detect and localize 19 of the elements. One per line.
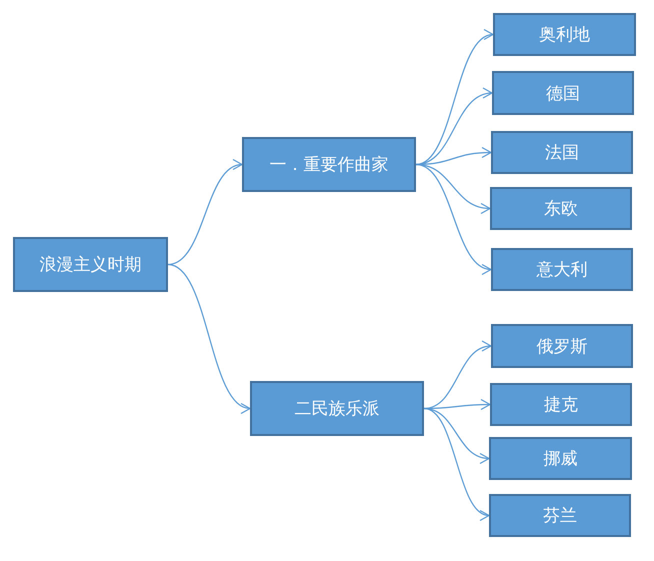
arrow: [424, 408, 490, 518]
topic-box: 法国: [491, 131, 633, 174]
arrow: [168, 264, 251, 412]
topic-box: 一．重要作曲家: [242, 137, 416, 192]
topic-box: 德国: [492, 71, 634, 115]
arrow: [416, 32, 494, 166]
topic-box: 二民族乐派: [250, 381, 424, 436]
topic-box: 捷克: [490, 383, 632, 426]
arrow: [424, 342, 492, 410]
topic-box: 芬兰: [489, 494, 631, 537]
arrow: [168, 161, 243, 266]
topic-box: 俄罗斯: [491, 324, 633, 368]
topic-box: 东欧: [490, 187, 632, 230]
arrow: [416, 164, 492, 273]
topic-box: 奥利地: [493, 13, 636, 56]
topic-box: 挪威: [489, 437, 632, 480]
topic-box: 浪漫主义时期: [13, 237, 168, 292]
arrow: [416, 88, 493, 166]
topic-box: 意大利: [491, 248, 633, 291]
